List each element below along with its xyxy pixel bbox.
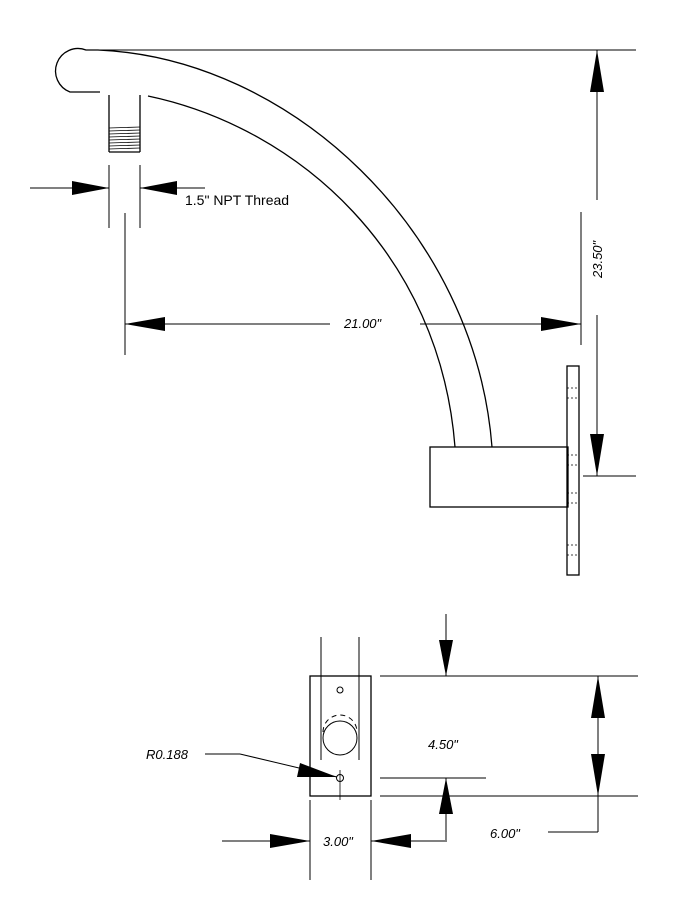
dim600-arrow-top (591, 676, 605, 718)
top-mount-hole (336, 686, 344, 694)
dimension-6-00-label: 6.00" (490, 826, 521, 841)
thread-marks (108, 126, 141, 150)
arm-side-view (54, 47, 580, 576)
dim23-arrow-bottom (590, 434, 604, 476)
radius-label: R0.188 (146, 747, 189, 762)
center-hole (322, 720, 358, 756)
plate-hidden-holes (567, 387, 579, 556)
mounting-plate-view (309, 637, 372, 800)
thread-arrow-right (140, 181, 177, 195)
thread-dimension: 1.5" NPT Thread (30, 165, 289, 228)
dimension-21-label: 21.00" (343, 316, 383, 331)
mount-block (429, 446, 569, 508)
plate-outline (309, 675, 372, 797)
dimension-3-00-label: 3.00" (323, 834, 354, 849)
arm-end-cap (54, 47, 100, 93)
thread-label: 1.5" NPT Thread (185, 192, 289, 208)
arm-outer-curve (97, 49, 493, 448)
radius-callout: R0.188 (146, 747, 338, 778)
dimension-4-50: 4.50" (380, 614, 486, 842)
dim300-arrow-left (270, 834, 310, 848)
dim21-arrow-left (125, 317, 165, 331)
dim21-arrow-right (541, 317, 581, 331)
dimension-4-50-label: 4.50" (428, 737, 459, 752)
dim23-arrow-top (590, 50, 604, 92)
dimension-6-00: 6.00" (380, 675, 638, 841)
thread-arrow-left (72, 181, 109, 195)
vertical-dimension-23-50: 23.50" (100, 49, 636, 477)
horizontal-dimension-21: 21.00" (124, 212, 582, 355)
dim300-arrow-right (371, 834, 411, 848)
dimension-3-00: 3.00" (222, 800, 445, 880)
arm-inner-curve (147, 95, 456, 448)
dimension-23-50-label: 23.50" (590, 239, 605, 279)
dim450-arrow-top (439, 640, 453, 676)
threaded-nipple (108, 95, 141, 153)
radius-arrow (297, 763, 337, 777)
wall-plate (566, 365, 580, 576)
dim600-arrow-bottom (591, 754, 605, 796)
